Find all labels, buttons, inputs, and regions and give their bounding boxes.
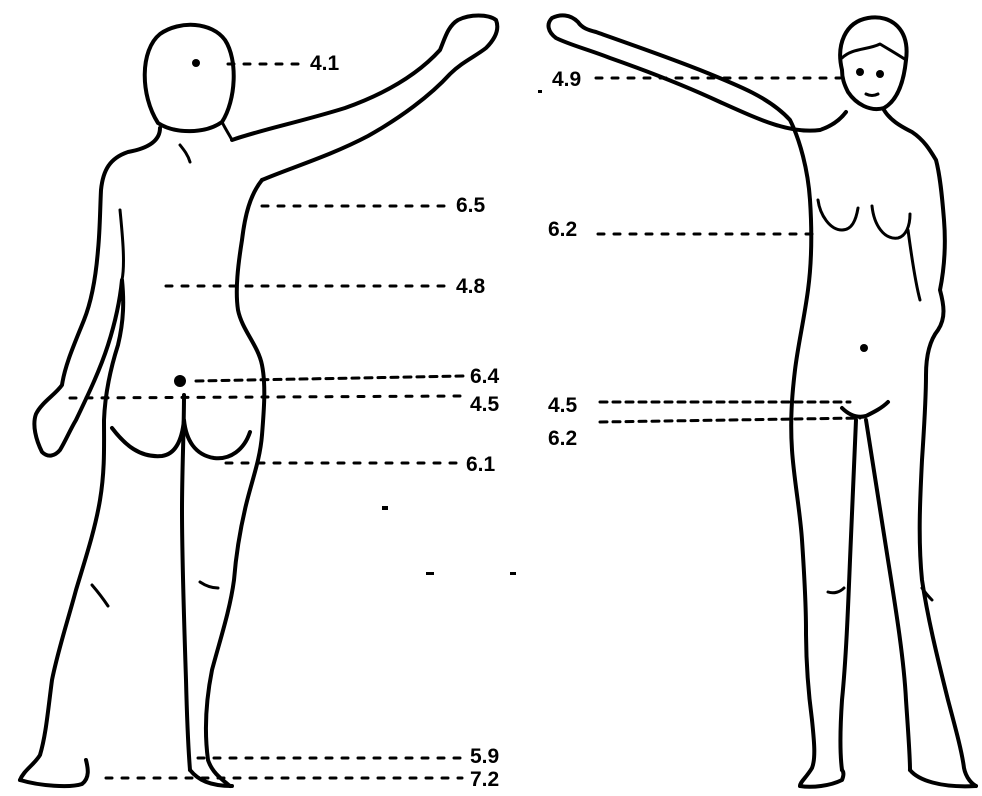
label-face: 4.9 [552,68,581,91]
front-inner-leg-right [866,420,910,770]
scan-specks [382,90,542,575]
back-raised-arm-outline [232,16,497,181]
front-raised-arm-outline [549,15,846,200]
front-breast-left [818,200,858,230]
back-knee-mark-left [92,585,108,606]
label-upper-back: 6.5 [456,194,486,217]
speck [382,506,388,510]
label-buttock-upper: 6.4 [470,365,500,388]
label-buttock-lower: 6.1 [466,453,496,476]
front-mouth [866,94,878,96]
back-head-outline [145,25,234,131]
front-body-left-outline [791,200,814,786]
front-groin [842,402,888,417]
speck [538,90,542,93]
back-neck-outline [222,122,232,140]
back-view-figure [20,16,497,787]
front-navel [860,344,868,352]
front-inner-leg-left [841,420,857,770]
front-hair [842,44,906,60]
label-chest: 6.2 [548,218,577,241]
front-eye-left [856,68,864,76]
front-knee-mark-left [828,588,844,593]
label-lower-back: 4.8 [456,275,486,298]
front-eye-right [876,70,884,78]
leader-buttock-upper [196,376,464,381]
back-waist-dot [174,375,186,387]
back-neck-mark [180,145,190,162]
leader-groin-lower [600,418,860,422]
label-buttock-mid: 4.5 [470,393,500,416]
speck [426,572,434,575]
back-knee-mark-right [200,582,218,588]
back-view-annotations: 4.1 6.5 4.8 6.4 4.5 6.1 5.9 7.2 [70,52,500,791]
back-body-right-outline [206,180,264,786]
speck [510,572,516,575]
label-groin-lower: 6.2 [548,427,577,450]
front-inner-arm [908,230,920,300]
label-heel: 7.2 [470,768,499,791]
back-inner-leg-line [182,395,190,770]
label-head: 4.1 [310,52,340,75]
back-head-mark [192,59,200,67]
front-view-annotations: 4.9 6.2 4.5 6.2 [548,68,860,450]
leader-buttock-mid [70,396,464,398]
back-left-arm-inner [120,210,123,280]
label-ankle: 5.9 [470,745,499,768]
label-groin-upper: 4.5 [548,394,578,417]
front-breast-right [872,206,910,238]
front-body-right-outline [884,110,976,786]
